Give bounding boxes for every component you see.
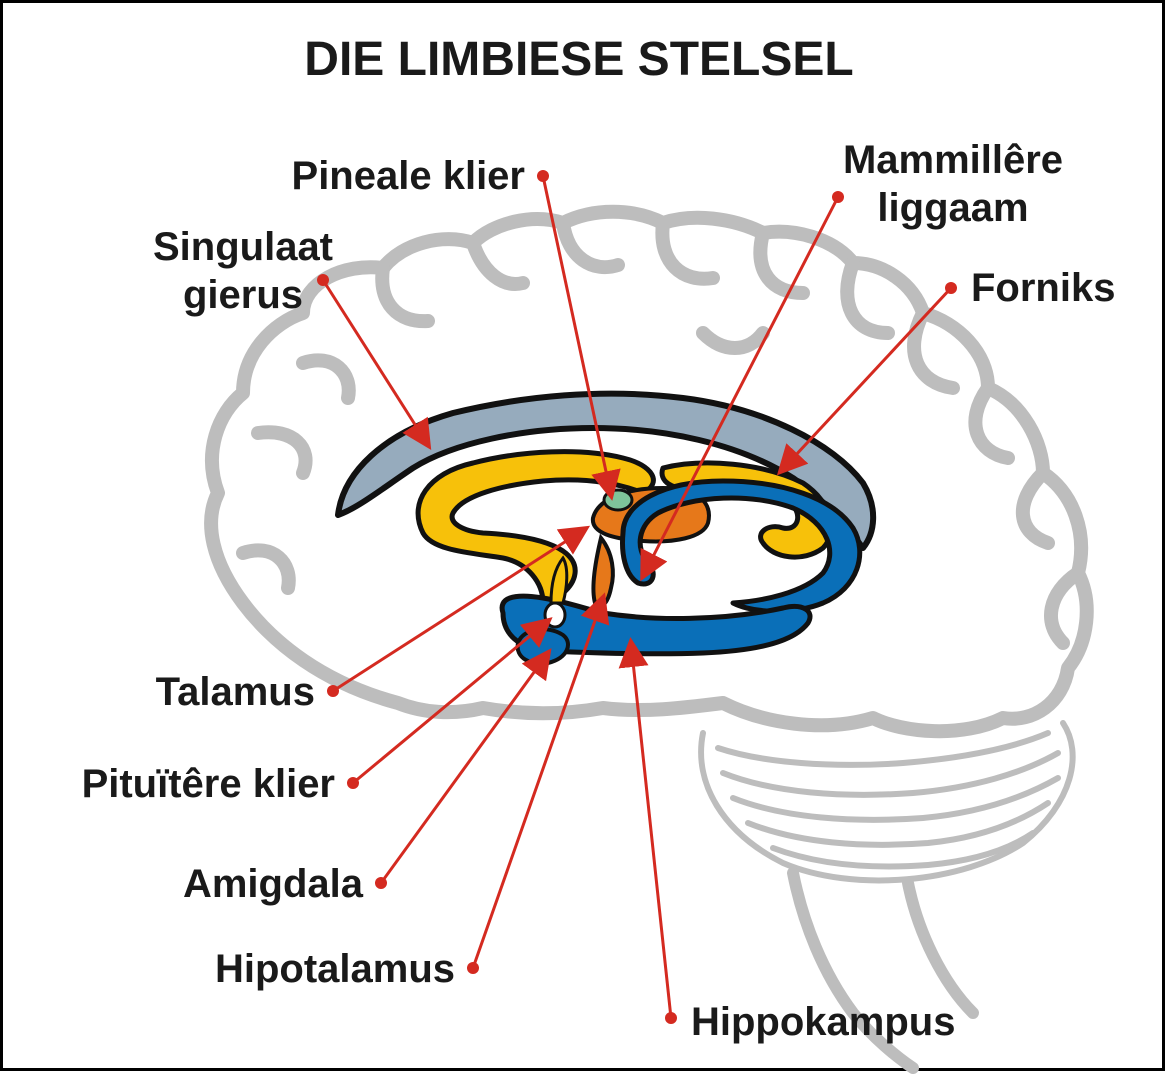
label-mammillary-line2: liggaam (877, 186, 1028, 230)
label-fornix: Forniks (971, 266, 1115, 310)
hypothalamus-shape (593, 538, 612, 606)
label-hypothalamus: Hipotalamus (215, 947, 455, 991)
label-hippocampus: Hippokampus (691, 1000, 955, 1044)
pituitary-gland-shape (545, 603, 565, 627)
pointer-lines (323, 176, 951, 1018)
pointer-amygdala (381, 653, 548, 883)
cerebellum (701, 723, 1073, 880)
label-pituitary: Pituïtêre klier (82, 762, 335, 806)
pointer-hippocampus (631, 643, 671, 1018)
label-cingulate-line2: gierus (183, 273, 303, 317)
label-pineal-gland: Pineale klier (292, 154, 525, 198)
diagram-title: DIE LIMBIESE STELSEL (304, 33, 853, 86)
label-thalamus: Talamus (156, 670, 315, 714)
label-mammillary-line1: Mammillêre (843, 138, 1063, 182)
label-amygdala: Amigdala (183, 862, 364, 906)
limbic-system-diagram: DIE LIMBIESE STELSEL (3, 3, 1165, 1074)
label-cingulate-line1: Singulaat (153, 225, 333, 269)
pointer-dots (317, 170, 957, 1024)
pineal-gland-shape (604, 490, 632, 510)
